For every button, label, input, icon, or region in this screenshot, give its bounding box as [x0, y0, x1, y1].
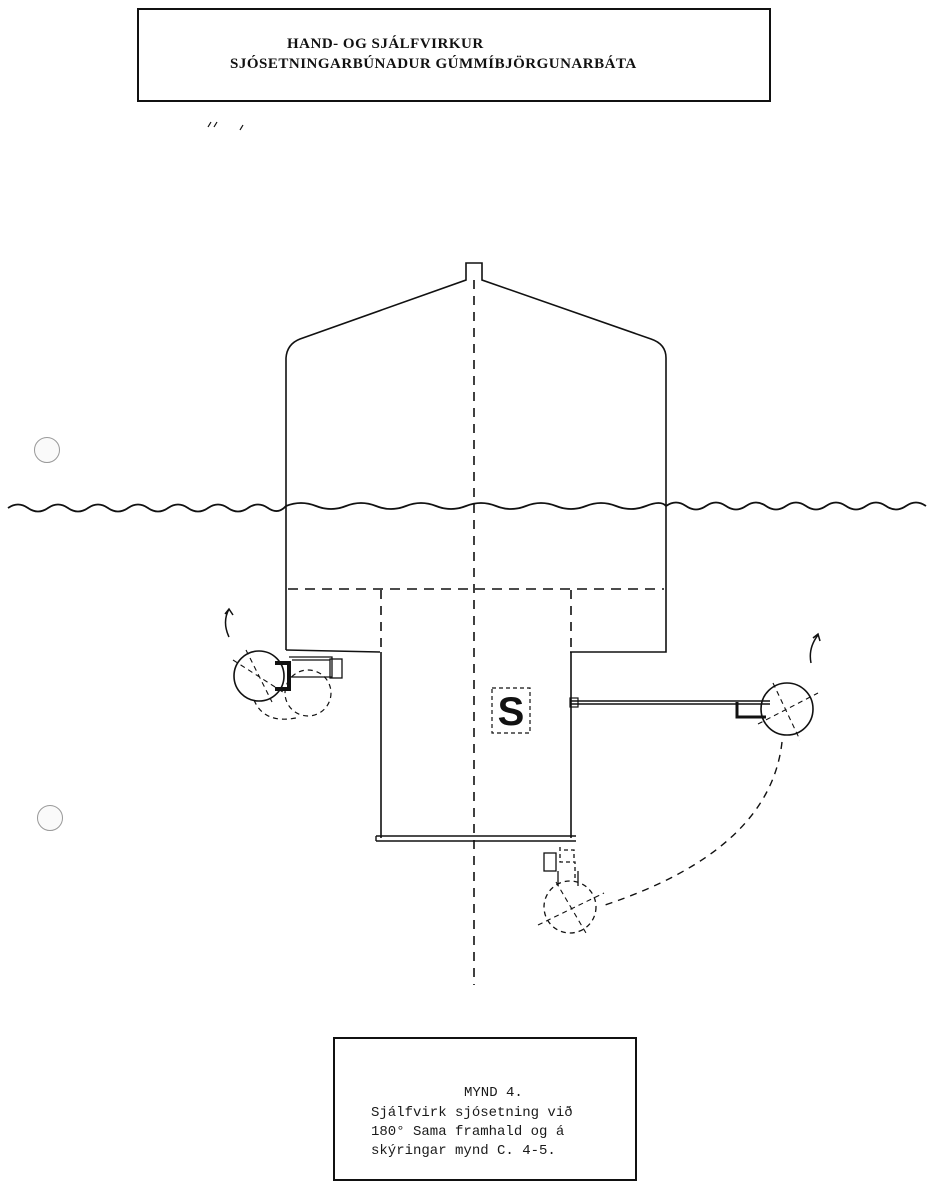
bottom-canister-circle: [543, 880, 597, 934]
waterline: [7, 501, 927, 513]
right-arrow: [809, 632, 821, 664]
left-cradle: [289, 656, 333, 678]
hull-outline: [285, 262, 667, 653]
module-base: [375, 835, 576, 842]
right-canister-cross: [757, 682, 819, 741]
module-body: [380, 652, 572, 838]
left-canister-circle: [233, 650, 285, 702]
caption-box: MYND 4. Sjálfvirk sjósetning við 180° Sa…: [333, 1037, 637, 1181]
title-line-2: SJÓSETNINGARBÚNADUR GÚMMÍBJÖRGUNARBÁTA: [230, 56, 637, 72]
bottom-small-box: [543, 852, 557, 872]
station-label-box: [491, 687, 531, 734]
stray-marks: [207, 121, 244, 131]
bottom-canister-cross: [537, 881, 605, 934]
left-canister-cross: [232, 649, 287, 703]
caption-text-line-2: 180° Sama framhald og á: [371, 1124, 565, 1140]
swing-arc: [604, 741, 783, 906]
left-bracket: [275, 661, 291, 691]
caption-figure-number: MYND 4.: [464, 1085, 523, 1101]
left-small-box: [329, 658, 343, 679]
caption-text-line-3: skýringar mynd C. 4-5.: [371, 1143, 556, 1159]
punch-hole-bottom: [37, 805, 63, 831]
title-line-1: HAND- OG SJÁLFVIRKUR: [287, 36, 484, 52]
title-box: HAND- OG SJÁLFVIRKUR SJÓSETNINGARBÚNADUR…: [137, 8, 771, 102]
left-arrow: [224, 607, 234, 638]
right-arm-joint: [569, 697, 579, 708]
bottom-bracket: [557, 871, 579, 886]
caption-text-line-1: Sjálfvirk sjósetning við: [371, 1105, 573, 1121]
punch-hole-top: [34, 437, 60, 463]
right-bracket: [735, 702, 766, 719]
right-canister-circle: [760, 682, 814, 736]
station-label: S: [498, 690, 525, 734]
bottom-cradle: [559, 847, 576, 880]
left-canister-ghost: [284, 669, 332, 717]
hull-bottom-left: [285, 649, 381, 653]
left-ghost-arc: [253, 699, 297, 720]
right-arm: [571, 700, 770, 705]
